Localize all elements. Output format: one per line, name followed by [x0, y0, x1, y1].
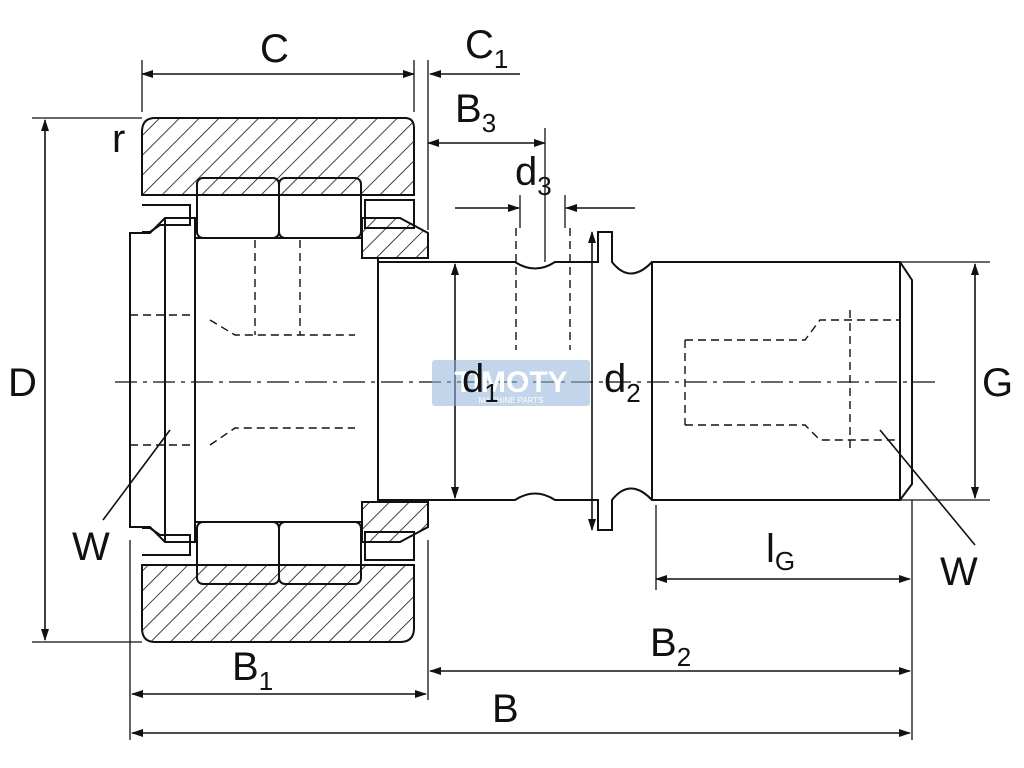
label-r: r — [112, 117, 125, 161]
label-lG: lG — [766, 527, 795, 576]
label-G: G — [982, 361, 1013, 405]
label-B: B — [492, 687, 519, 731]
label-C: C — [260, 27, 289, 71]
label-B2: B2 — [650, 621, 691, 672]
dimension-labels: C C1 B3 d3 r D d1 d2 G W W lG B2 B1 B — [8, 23, 1013, 731]
label-d1: d1 — [462, 357, 499, 408]
watermark-brand: TIMOTY — [454, 366, 567, 399]
stud-body — [129, 217, 913, 543]
label-W-left: W — [72, 525, 110, 569]
extension-lines — [32, 60, 990, 740]
label-W-right: W — [940, 550, 978, 594]
watermark-tagline: MACHINE PARTS — [478, 396, 543, 405]
label-B1: B1 — [232, 645, 273, 696]
label-d3: d3 — [515, 150, 552, 201]
dimension-lines — [41, 70, 979, 737]
watermark-logo: TIMOTY MACHINE PARTS — [432, 360, 590, 406]
label-D: D — [8, 361, 37, 405]
label-C1: C1 — [465, 23, 508, 74]
seals-and-washers — [142, 199, 429, 561]
label-d2: d2 — [604, 357, 641, 408]
label-B3: B3 — [455, 87, 496, 138]
